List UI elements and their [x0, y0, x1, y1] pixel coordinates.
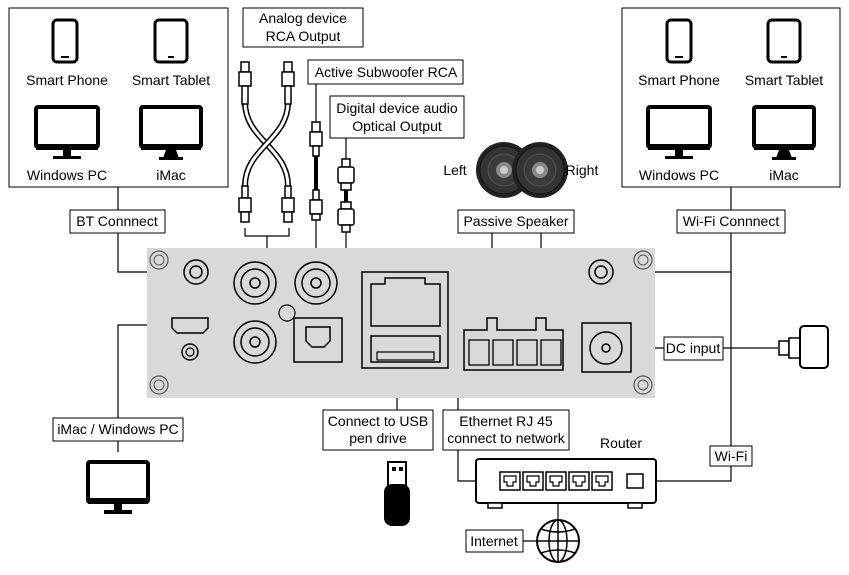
svg-text:Passive Speaker: Passive Speaker [463, 213, 568, 229]
screw-icon [149, 375, 169, 395]
svg-text:pen drive: pen drive [349, 430, 407, 446]
bt-connect-label: BT Connnect [69, 209, 166, 234]
speaker-icon [512, 142, 568, 198]
router-icon [475, 458, 657, 509]
dc-input-label: DC input [663, 336, 724, 361]
dc-input-port[interactable] [581, 322, 632, 373]
bt-antenna-jack[interactable] [183, 259, 209, 285]
rca-analog-in-top[interactable] [233, 261, 277, 305]
rca-cable-icon [309, 121, 323, 221]
smartphone-icon [665, 18, 693, 64]
right-windows-pc-label: Windows PC [639, 167, 719, 183]
right-imac-label: iMac [769, 167, 799, 183]
svg-text:Internet: Internet [470, 533, 518, 549]
smartphone-icon [51, 18, 79, 64]
analog-bracket [244, 228, 290, 237]
rca-analog-in-bottom[interactable] [233, 320, 277, 364]
screw-icon [633, 250, 653, 270]
svg-text:Optical Output: Optical Output [352, 118, 442, 134]
right-smart-phone-label: Smart Phone [638, 72, 720, 88]
hdmi-port[interactable] [171, 317, 209, 334]
internet-label: Internet [465, 529, 524, 553]
digital-output-label: Digital device audio Optical Output [329, 95, 465, 139]
svg-text:Wi-Fi: Wi-Fi [715, 448, 748, 464]
subwoofer-label: Active Subwoofer RCA [307, 59, 464, 85]
wifi-label: Wi-Fi [709, 445, 753, 467]
tablet-icon [766, 18, 802, 64]
globe-icon [536, 519, 580, 563]
optical-input-port[interactable] [293, 317, 343, 363]
audio-jack[interactable] [181, 343, 199, 361]
svg-text:Digital device audio: Digital device audio [336, 100, 458, 116]
speaker-right-label: Right [566, 162, 599, 178]
screw-icon [149, 250, 169, 270]
imac-windows-label: iMac / Windows PC [52, 417, 184, 442]
passive-speaker-label: Passive Speaker [457, 209, 575, 234]
wifi-antenna-jack[interactable] [588, 259, 614, 285]
wifi-connect-label: Wi-Fi Connnect [676, 209, 786, 234]
speaker-terminal[interactable] [463, 317, 564, 371]
svg-text:BT Connnect: BT Connnect [76, 213, 158, 229]
left-imac-label: iMac [156, 167, 186, 183]
left-smart-phone-label: Smart Phone [26, 72, 108, 88]
right-smart-tablet-label: Smart Tablet [745, 72, 823, 88]
svg-text:iMac / Windows PC: iMac / Windows PC [57, 421, 178, 437]
speaker-left-label: Left [443, 162, 466, 178]
panel-indicator-hole [278, 304, 296, 322]
usb-drive-icon [384, 461, 410, 526]
svg-text:Analog device: Analog device [259, 10, 347, 26]
svg-text:DC input: DC input [666, 340, 721, 356]
right-devices-box [621, 7, 841, 188]
power-adapter-icon [778, 325, 829, 369]
svg-text:Active Subwoofer RCA: Active Subwoofer RCA [315, 64, 458, 80]
svg-text:Wi-Fi Connnect: Wi-Fi Connnect [683, 213, 780, 229]
screw-icon [633, 375, 653, 395]
left-smart-tablet-label: Smart Tablet [132, 72, 210, 88]
analog-output-label: Analog device RCA Output [242, 7, 364, 48]
usb-label: Connect to USB pen drive [322, 409, 434, 451]
rca-subwoofer-out[interactable] [294, 261, 338, 305]
rca-cable-icon [238, 61, 295, 223]
ethernet-port[interactable] [370, 277, 441, 327]
left-devices-box [8, 7, 229, 188]
monitor-icon [86, 460, 150, 514]
ethernet-label: Ethernet RJ 45 connect to network [442, 409, 570, 451]
svg-text:RCA Output: RCA Output [266, 28, 341, 44]
optical-cable-icon [337, 158, 355, 233]
router-label: Router [600, 435, 642, 451]
tablet-icon [153, 18, 189, 64]
svg-text:Connect to USB: Connect to USB [328, 413, 428, 429]
left-windows-pc-label: Windows PC [27, 167, 107, 183]
usb-port[interactable] [370, 335, 441, 363]
svg-text:connect to network: connect to network [447, 430, 566, 446]
svg-text:Ethernet RJ 45: Ethernet RJ 45 [459, 413, 553, 429]
